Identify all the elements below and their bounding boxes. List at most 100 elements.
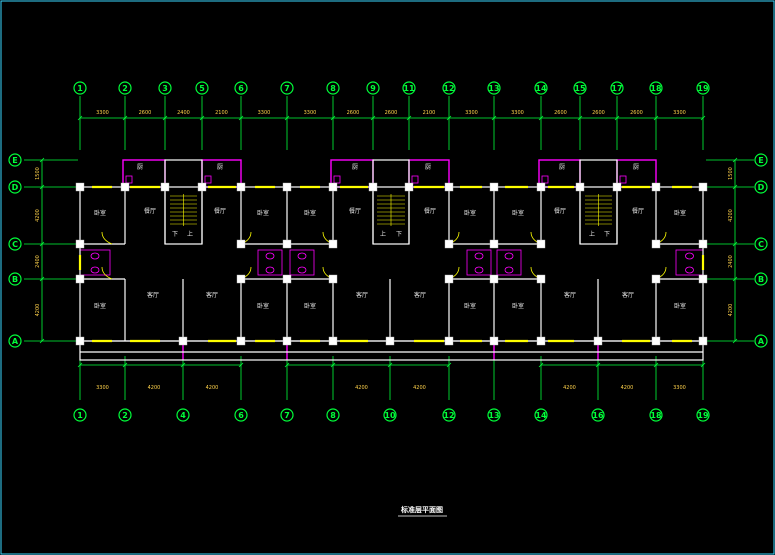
bathroom-fixture bbox=[675, 249, 704, 276]
toilet-fixture bbox=[504, 252, 514, 260]
sink-fixture bbox=[204, 175, 212, 184]
room-label: 厨 bbox=[425, 164, 431, 171]
axis-left-D-label: D bbox=[12, 183, 19, 192]
fixtures-layer bbox=[79, 159, 704, 360]
axis-bottom-8: 8 bbox=[326, 408, 340, 422]
axis-top-14: 14 bbox=[534, 81, 548, 95]
axis-bottom-16-circle bbox=[591, 408, 605, 422]
axis-top-8-label: 8 bbox=[330, 84, 336, 93]
room-label: 厨 bbox=[217, 164, 223, 171]
axis-bottom-19: 19 bbox=[696, 408, 710, 422]
basin-fixture bbox=[297, 266, 307, 274]
structural-column bbox=[593, 336, 603, 346]
axis-bottom-7-circle bbox=[280, 408, 294, 422]
axis-right-A-label: A bbox=[758, 337, 765, 346]
structural-column bbox=[160, 182, 170, 192]
structural-column bbox=[698, 182, 708, 192]
room-labels: 卧室餐厅餐厅卧室卧室餐厅餐厅卧室卧室餐厅餐厅卧室卧室客厅客厅卧室卧室客厅客厅卧室… bbox=[94, 164, 686, 310]
axis-top-2-label: 2 bbox=[122, 84, 128, 93]
axis-top-5: 5 bbox=[195, 81, 209, 95]
axis-right-C: C bbox=[754, 237, 768, 251]
bottom-dimension-label: 4200 bbox=[563, 385, 576, 391]
structural-column bbox=[120, 182, 130, 192]
axis-bottom-7: 7 bbox=[280, 408, 294, 422]
room-label: 餐厅 bbox=[349, 207, 361, 215]
side-dimension-label: 4200 bbox=[728, 209, 734, 222]
axis-bottom-14: 14 bbox=[534, 408, 548, 422]
bottom-dimension-label: 4200 bbox=[413, 385, 426, 391]
axis-grid-lines bbox=[24, 96, 754, 400]
room-label: 下 bbox=[604, 231, 610, 238]
axis-top-15-circle bbox=[573, 81, 587, 95]
axis-left-B-label: B bbox=[12, 275, 18, 284]
room-label: 卧室 bbox=[94, 209, 106, 217]
side-dimension-label: 2400 bbox=[728, 255, 734, 268]
axis-bottom-12-label: 12 bbox=[443, 411, 454, 420]
axis-left-A-label: A bbox=[12, 337, 19, 346]
axis-bottom-18: 18 bbox=[649, 408, 663, 422]
axis-top-6: 6 bbox=[234, 81, 248, 95]
axis-bottom-1: 1 bbox=[73, 408, 87, 422]
axis-top-2: 2 bbox=[118, 81, 132, 95]
room-label: 上 bbox=[380, 230, 386, 238]
axis-bottom-12: 12 bbox=[442, 408, 456, 422]
axis-bottom-16: 16 bbox=[591, 408, 605, 422]
sink-fixture bbox=[411, 175, 419, 184]
drawing-title: 标准层平面图 bbox=[398, 505, 447, 517]
toilet-fixture bbox=[474, 252, 484, 260]
axis-bottom-13-circle bbox=[487, 408, 501, 422]
axis-bottom-14-circle bbox=[534, 408, 548, 422]
axis-left-D: D bbox=[8, 180, 22, 194]
left-axis-bubbles: E D C B A bbox=[8, 153, 22, 348]
structural-column bbox=[385, 336, 395, 346]
axis-right-B-circle bbox=[754, 272, 768, 286]
axis-top-17: 17 bbox=[610, 81, 624, 95]
side-dimension-label: 1500 bbox=[35, 167, 41, 180]
room-label: 卧室 bbox=[257, 302, 269, 310]
axis-left-E-label: E bbox=[12, 156, 17, 165]
walls-layer bbox=[79, 159, 704, 361]
top-dimension-label: 3300 bbox=[465, 110, 478, 116]
axis-left-C: C bbox=[8, 237, 22, 251]
axis-top-8-circle bbox=[326, 81, 340, 95]
room-label: 餐厅 bbox=[144, 207, 156, 215]
axis-bottom-12-circle bbox=[442, 408, 456, 422]
bottom-dimension-label: 4200 bbox=[148, 385, 161, 391]
axis-top-3: 3 bbox=[158, 81, 172, 95]
room-label: 厨 bbox=[352, 164, 358, 171]
axis-top-15: 15 bbox=[573, 81, 587, 95]
sink-fixture bbox=[333, 175, 341, 184]
top-dimension-label: 3300 bbox=[96, 110, 109, 116]
room-label: 餐厅 bbox=[214, 207, 226, 215]
top-dimension-label: 2100 bbox=[423, 110, 436, 116]
structural-column bbox=[698, 239, 708, 249]
axis-right-E-label: E bbox=[758, 156, 763, 165]
axis-right-E-circle bbox=[754, 153, 768, 167]
room-label: 餐厅 bbox=[632, 207, 644, 215]
basin-fixture bbox=[265, 266, 275, 274]
axis-bottom-2-label: 2 bbox=[122, 411, 128, 420]
axis-left-D-circle bbox=[8, 180, 22, 194]
sink-fixture bbox=[619, 175, 627, 184]
axis-top-12-circle bbox=[442, 81, 456, 95]
structural-column bbox=[236, 182, 246, 192]
structural-column bbox=[489, 336, 499, 346]
room-label: 客厅 bbox=[564, 291, 576, 299]
room-label: 客厅 bbox=[414, 291, 426, 299]
top-dimension-label: 2400 bbox=[177, 110, 190, 116]
side-dimension-label: 4200 bbox=[35, 304, 41, 317]
bathroom-fixture bbox=[496, 249, 522, 276]
side-dimension-label: 4200 bbox=[728, 304, 734, 317]
axis-top-13-circle bbox=[487, 81, 501, 95]
side-dimension-label: 4200 bbox=[35, 209, 41, 222]
axis-top-9: 9 bbox=[366, 81, 380, 95]
axis-top-5-circle bbox=[195, 81, 209, 95]
axis-bottom-10: 10 bbox=[383, 408, 397, 422]
structural-column bbox=[75, 239, 85, 249]
structural-column bbox=[282, 274, 292, 284]
axis-top-12-label: 12 bbox=[443, 84, 454, 93]
axis-bottom-14-label: 14 bbox=[535, 411, 547, 420]
